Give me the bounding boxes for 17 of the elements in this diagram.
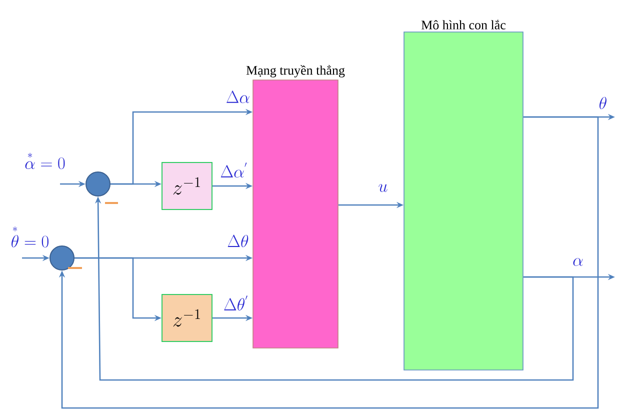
model-box: Mô hình con lắc bbox=[404, 20, 524, 370]
node-label: Mạng truyền thẳng bbox=[246, 65, 345, 78]
delay-box: $z^{-1}$ bbox=[162, 162, 212, 210]
edge-label: $u$ bbox=[377, 183, 389, 193]
edge-label: $\theta$ bbox=[598, 96, 608, 110]
edge-label: $\overset{*}{\theta}=0$ bbox=[10, 224, 50, 248]
edge-label: $\Delta\alpha$ bbox=[224, 90, 252, 104]
node-label: Mô hình con lắc bbox=[421, 20, 506, 30]
delay-box: $z^{-1}$ bbox=[162, 294, 212, 342]
edge-label: $\overset{*}{\alpha}=0$ bbox=[24, 150, 66, 170]
edge-label: $\alpha$ bbox=[572, 257, 584, 267]
summing-junction bbox=[50, 246, 74, 270]
arrow bbox=[58, 116, 599, 409]
edge-label: $\Delta\theta^{'}$ bbox=[222, 294, 250, 312]
edge-label: $\Delta\alpha^{'}$ bbox=[219, 162, 249, 178]
summing-junction bbox=[86, 172, 110, 196]
edge-label: $\Delta\theta$ bbox=[226, 234, 250, 248]
